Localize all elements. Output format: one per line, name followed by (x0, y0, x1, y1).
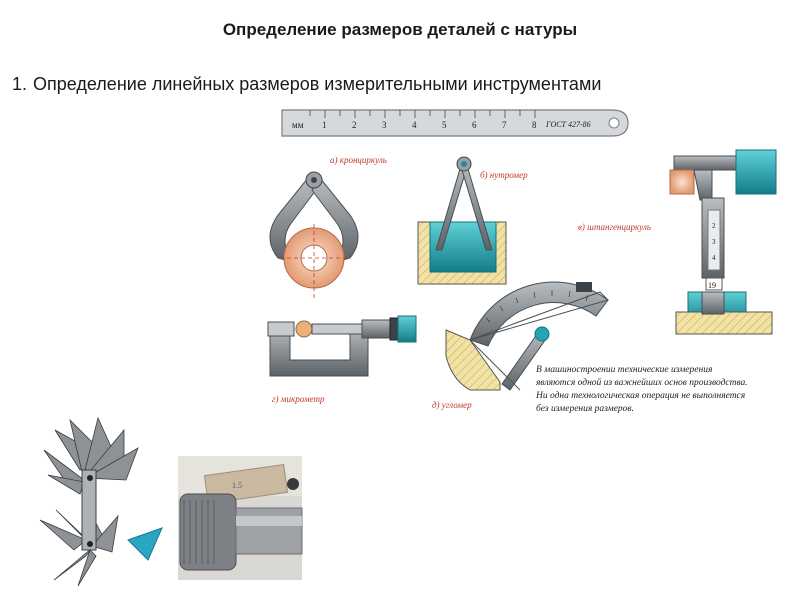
ruler-tick: 8 (532, 120, 537, 130)
section-text: Определение линейных размеров измеритель… (33, 74, 602, 94)
caption-vernier: в) штангенциркуль (578, 222, 651, 232)
ruler-unit: мм (292, 120, 304, 130)
note-line: Ни одна технологическая операция не выпо… (535, 390, 745, 401)
photo-label: 1.5 (232, 481, 242, 490)
ruler-tick: 3 (382, 120, 387, 130)
inner-calipers: б) нутромер (417, 156, 528, 285)
ruler-tick: 7 (502, 120, 507, 130)
ruler-tick: 4 (412, 120, 417, 130)
vernier-scale-mark: 2 (712, 222, 716, 230)
caption-protractor: д) угломер (432, 400, 472, 410)
note-line: В машиностроении технические измерения (536, 365, 712, 375)
vernier-scale-mark: 4 (712, 254, 716, 262)
caption-inner-calipers: б) нутромер (480, 170, 528, 180)
caption-outer-calipers: а) кронциркуль (330, 155, 387, 165)
caption-micrometer: г) микрометр (272, 394, 325, 404)
ruler-standard: ГОСТ 427-86 (545, 120, 591, 129)
protractor: д) угломер (432, 281, 609, 410)
vernier-caliper: в) штангенциркуль 2 3 4 19 (578, 149, 777, 335)
page-title: Определение размеров деталей с натуры (222, 20, 578, 39)
micrometer: г) микрометр (267, 315, 417, 404)
note-text: В машиностроении технические измерения я… (535, 365, 748, 414)
ruler-tick: 5 (442, 120, 447, 130)
vernier-readout: 19 (708, 281, 716, 290)
ruler-tick: 6 (472, 120, 477, 130)
ruler-tick: 2 (352, 120, 357, 130)
outer-calipers: а) кронциркуль (269, 155, 387, 300)
vernier-scale-mark: 3 (712, 238, 716, 246)
section-number: 1. (12, 74, 28, 94)
thread-gauge-photo (39, 416, 163, 587)
note-line: без измерения размеров. (536, 403, 634, 414)
section-heading: 1.Определение линейных размеров измерите… (12, 74, 601, 95)
ruler: мм 1 2 3 4 5 6 7 8 ГОСТ 427-86 (281, 109, 629, 137)
note-line: являются одной из важнейших основ произв… (535, 377, 748, 388)
micrometer-closeup-photo: 1.5 (178, 456, 303, 580)
ruler-tick: 1 (322, 120, 327, 130)
